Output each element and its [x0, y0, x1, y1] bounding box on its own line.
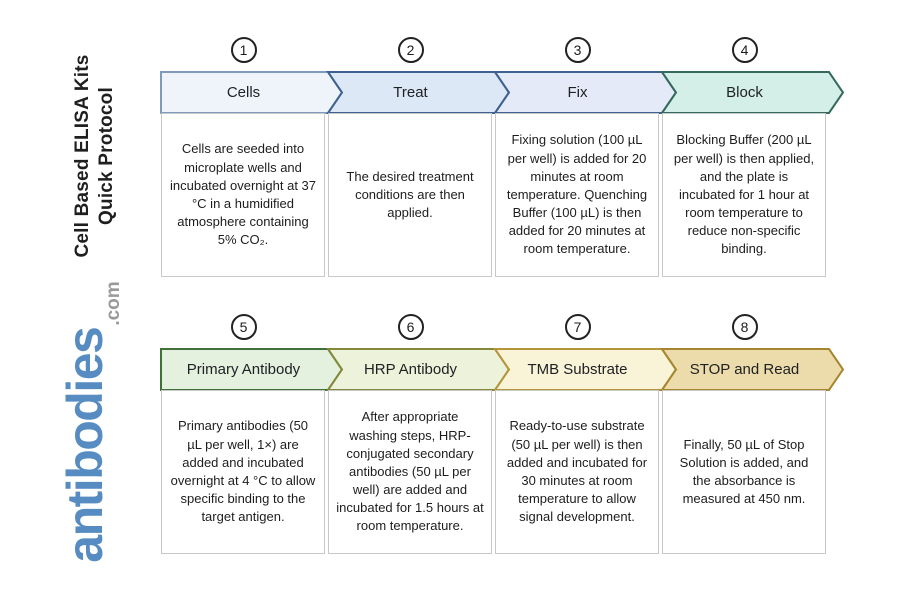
step-number-badge: 2 [327, 37, 494, 63]
step-label-text: Treat [393, 84, 428, 101]
step-number-circle: 3 [564, 37, 591, 63]
step-label: HRP Antibody [327, 348, 494, 391]
step-description-box: After appropriate washing steps, HRP-con… [328, 390, 492, 554]
step-label-text: STOP and Read [689, 361, 800, 378]
chevron-arrow-shape [660, 348, 845, 391]
chevron-arrow-shape [660, 71, 845, 114]
step-number-circle: 5 [230, 314, 257, 340]
step-description-text: After appropriate washing steps, HRP-con… [336, 409, 484, 534]
step-number-badge: 4 [661, 37, 828, 63]
logo-tld: .com [103, 281, 124, 326]
title-line-2: Quick Protocol [96, 87, 117, 225]
step-description-text: Blocking Buffer (200 µL per well) is the… [673, 132, 815, 257]
step-number-circle: 2 [397, 37, 424, 63]
step-number-badge: 1 [160, 37, 327, 63]
step-number-circle: 1 [230, 37, 257, 63]
step-description-box: Finally, 50 µL of Stop Solution is added… [662, 390, 826, 554]
step-description-text: The desired treatment conditions are the… [346, 168, 474, 221]
step-number-badge: 5 [160, 314, 327, 340]
step-number-circle: 6 [397, 314, 424, 340]
step-number-badge: 3 [494, 37, 661, 63]
step-description-text: Ready-to-use substrate (50 µL per well) … [506, 418, 648, 525]
page-title: Cell Based ELISA Kits Quick Protocol [71, 36, 121, 276]
step-label-text: Cells [226, 84, 261, 101]
title-line-1: Cell Based ELISA Kits [72, 54, 93, 258]
arrow-banner-row [160, 348, 845, 391]
step-description-box: Blocking Buffer (200 µL per well) is the… [662, 113, 826, 277]
step-label: Fix [494, 71, 661, 114]
step-label: STOP and Read [661, 348, 828, 391]
step-label: Cells [160, 71, 327, 114]
step-label: Primary Antibody [160, 348, 327, 391]
step-label: Block [661, 71, 828, 114]
step-description-box: The desired treatment conditions are the… [328, 113, 492, 277]
antibodies-logo: antibodies .com [20, 262, 124, 582]
step-number-circle: 4 [731, 37, 758, 63]
step-number-badge: 8 [661, 314, 828, 340]
step-description-text: Finally, 50 µL of Stop Solution is added… [679, 436, 809, 507]
protocol-diagram: 1 2 3 4 Cells Treat Fix Block Cells are … [160, 0, 850, 594]
step-description-text: Primary antibodies (50 µL per well, 1×) … [170, 418, 316, 525]
step-label: TMB Substrate [494, 348, 661, 391]
step-description-box: Cells are seeded into microplate wells a… [161, 113, 325, 277]
step-label-text: HRP Antibody [363, 361, 458, 378]
step-number-circle: 7 [564, 314, 591, 340]
step-number-circle: 8 [731, 314, 758, 340]
step-description-box: Primary antibodies (50 µL per well, 1×) … [161, 390, 325, 554]
arrow-banner-row [160, 71, 845, 114]
step-description-box: Fixing solution (100 µL per well) is add… [495, 113, 659, 277]
logo-wordmark: antibodies [57, 327, 113, 563]
step-label-text: Primary Antibody [186, 361, 301, 378]
step-label-text: Fix [567, 84, 588, 101]
step-label: Treat [327, 71, 494, 114]
protocol-row-1: 1 2 3 4 Cells Treat Fix Block Cells are … [160, 37, 848, 282]
step-label-text: Block [726, 84, 763, 101]
step-description-text: Fixing solution (100 µL per well) is add… [506, 132, 648, 257]
step-description-text: Cells are seeded into microplate wells a… [170, 141, 316, 248]
protocol-row-2: 5 6 7 8 Primary Antibody HRP Antibody TM… [160, 314, 848, 559]
step-description-box: Ready-to-use substrate (50 µL per well) … [495, 390, 659, 554]
step-number-badge: 6 [327, 314, 494, 340]
step-number-badge: 7 [494, 314, 661, 340]
step-label-text: TMB Substrate [527, 361, 628, 378]
